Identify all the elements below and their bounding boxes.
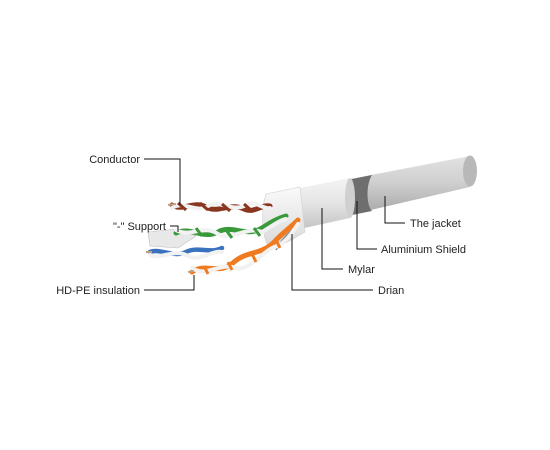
leader-line-support xyxy=(170,225,179,232)
cable-jacket xyxy=(345,155,477,216)
twisted-pair-blue xyxy=(147,245,225,260)
label-mylar: Mylar xyxy=(348,264,375,276)
label-conductor: Conductor xyxy=(89,154,140,166)
label-aluminium-shield: Aluminium Shield xyxy=(381,244,466,256)
leader-line-mylar xyxy=(321,208,343,270)
leader-line-aluminium-shield xyxy=(356,201,377,250)
label-jacket: The jacket xyxy=(410,218,461,230)
leader-line-conductor xyxy=(144,158,181,205)
twisted-pair-green xyxy=(173,213,289,239)
leader-line-drain xyxy=(291,234,373,291)
label-drain: Drian xyxy=(378,285,404,297)
label-insulation: HD-PE insulation xyxy=(56,285,140,297)
aluminium-shield-layer xyxy=(295,178,355,230)
exposed-conductor-tips xyxy=(146,203,195,273)
leader-line-insulation xyxy=(144,275,195,291)
label-support: "-" Support xyxy=(113,221,166,233)
twisted-pair-orange xyxy=(189,217,301,275)
twisted-pair-brown xyxy=(169,201,273,213)
leader-line-jacket xyxy=(384,196,405,224)
